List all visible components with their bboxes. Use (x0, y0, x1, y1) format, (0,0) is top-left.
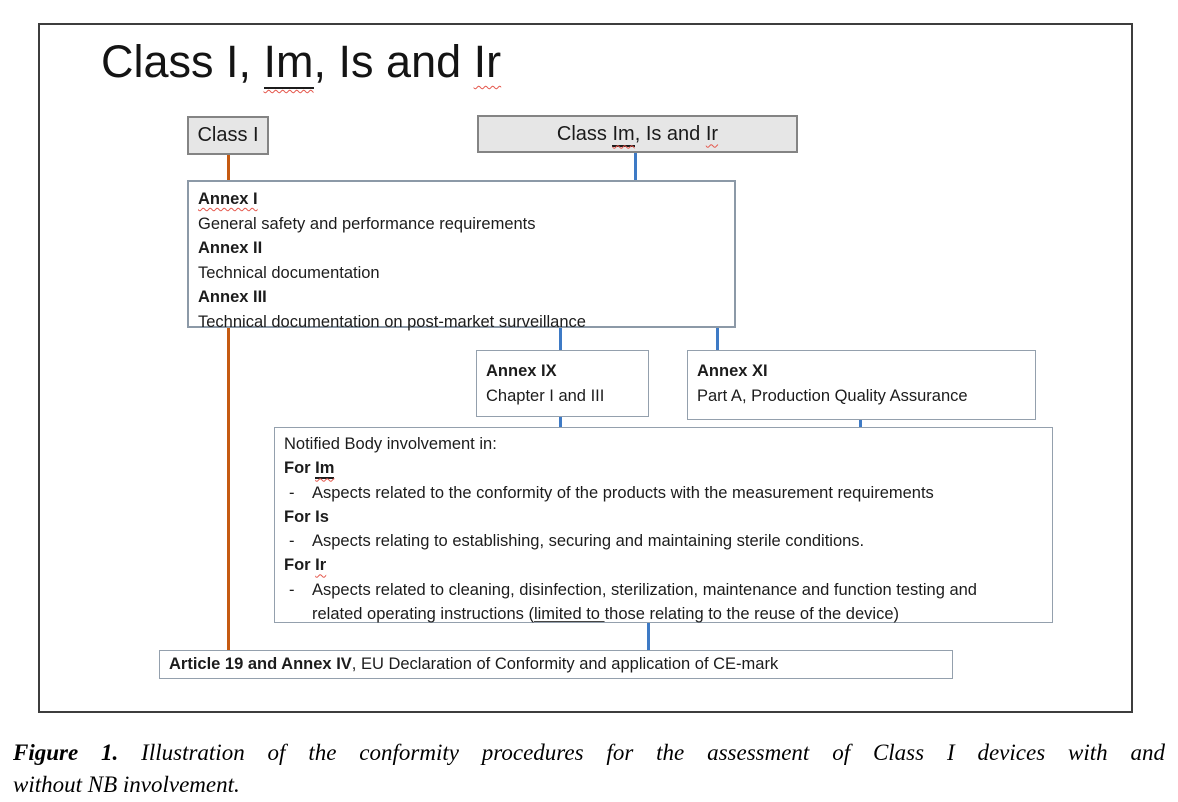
annex3-heading: Annex III (198, 288, 267, 307)
connector-annex-to-annex9 (559, 327, 562, 351)
caption-line1: Figure 1. Illustration of the conformity… (13, 740, 1166, 765)
caption-line2: without NB involvement. (13, 772, 240, 797)
annex11-heading: Annex XI (697, 362, 768, 380)
classim-header-box: Class Im, Is and Ir (477, 115, 798, 153)
bullet-dash: - (289, 580, 295, 599)
im-bullet-text: Aspects related to the conformity of the… (312, 483, 934, 502)
annex1-heading: Annex I (198, 190, 258, 208)
connector-annex9-to-notified (559, 416, 562, 428)
annex9-text: Chapter I and III (486, 386, 605, 405)
title-text: Class I, (101, 36, 264, 87)
for-im-heading: For Im (284, 459, 335, 480)
notified-intro: Notified Body involvement in: (284, 435, 497, 453)
figure-caption: Figure 1. Illustration of the conformity… (13, 737, 1165, 800)
bullet-dash: - (289, 483, 295, 502)
notified-body-box: Notified Body involvement in: For Im - A… (274, 427, 1053, 623)
annex11-text: Part A, Production Quality Assurance (697, 386, 968, 405)
class1-label: Class I (197, 124, 259, 146)
caption-figure-label: Figure 1. (13, 740, 119, 765)
annex2-heading: Annex II (198, 239, 263, 258)
connector-annex-to-annex11 (716, 327, 719, 351)
article19-text: Article 19 and Annex IV, EU Declaration … (169, 655, 779, 673)
im-bullet: - Aspects related to the conformity of t… (284, 481, 1043, 505)
connector-annex11-to-notified (859, 419, 862, 428)
class1-header-box: Class I (187, 116, 269, 155)
for-is-heading: For Is (284, 507, 329, 526)
classim-label: Class Im, Is and Ir (556, 122, 719, 147)
annex1-text: General safety and performance requireme… (198, 214, 536, 233)
ir-bullet: - Aspects related to cleaning, disinfect… (284, 578, 1043, 627)
is-bullet-text: Aspects relating to establishing, securi… (312, 532, 865, 551)
article19-box: Article 19 and Annex IV, EU Declaration … (159, 650, 953, 679)
annex-requirements-box: Annex I General safety and performance r… (187, 180, 736, 331)
connector-classim-to-annex (634, 153, 637, 181)
annex9-heading: Annex IX (486, 362, 557, 380)
annex11-box: Annex XI Part A, Production Quality Assu… (687, 350, 1036, 420)
annex3-text: Technical documentation on post-market s… (198, 312, 586, 331)
connector-notified-to-article (647, 622, 650, 651)
is-bullet: - Aspects relating to establishing, secu… (284, 529, 1043, 553)
ir-bullet-text: Aspects related to cleaning, disinfectio… (312, 580, 977, 624)
figure-title: Class I, Im, Is and Ir (101, 36, 502, 89)
title-ir-squiggle: Ir (473, 36, 502, 87)
bullet-dash: - (289, 532, 295, 551)
annex9-box: Annex IX Chapter I and III (476, 350, 649, 417)
annex2-text: Technical documentation (198, 263, 380, 282)
connector-class1-to-article (227, 155, 230, 650)
for-ir-heading: For Ir (284, 556, 327, 575)
title-im-underlined: Im (263, 36, 314, 89)
limited-to-underline: limited to (533, 605, 605, 624)
